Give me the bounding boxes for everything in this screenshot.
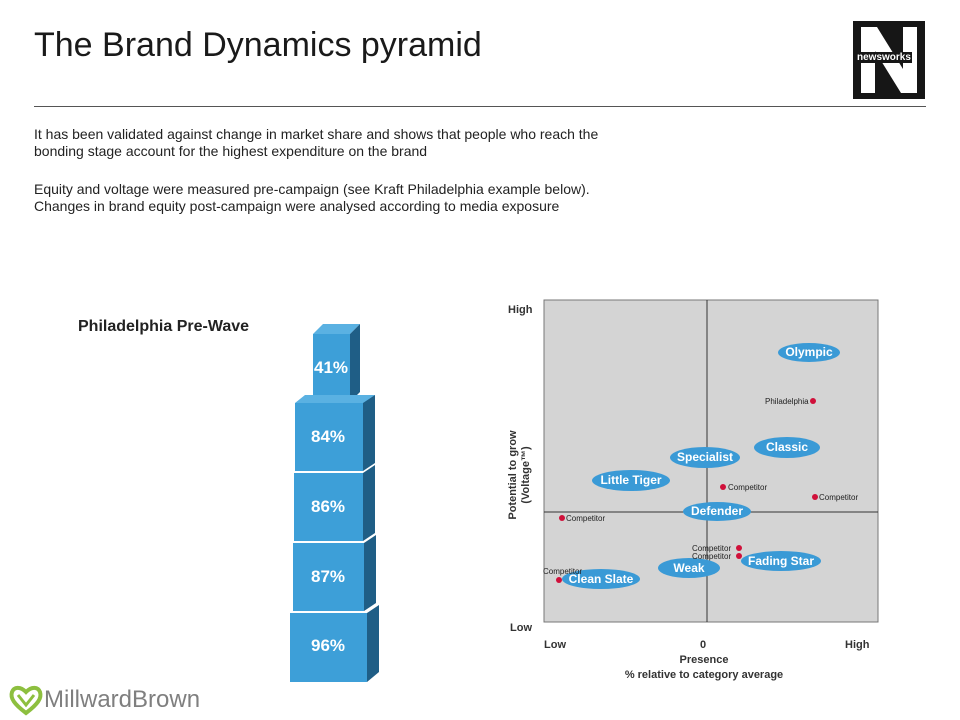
segment-classic: Classic bbox=[754, 437, 820, 458]
page-title: The Brand Dynamics pyramid bbox=[34, 26, 482, 64]
point-label-competitor-4: Competitor bbox=[692, 544, 732, 553]
pyramid-level-3-value: 86% bbox=[311, 497, 345, 516]
point-philadelphia bbox=[810, 398, 816, 404]
pyramid-title: Philadelphia Pre-Wave bbox=[78, 318, 250, 335]
x-axis-low-label: Low bbox=[544, 639, 566, 651]
pyramid-level-5: 96% bbox=[290, 605, 379, 682]
segment-clean-slate: Clean Slate bbox=[562, 569, 640, 589]
pyramid-level-4-value: 87% bbox=[311, 567, 345, 586]
point-label-competitor-2: Competitor bbox=[819, 493, 859, 502]
segment-fading-star: Fading Star bbox=[741, 551, 821, 571]
point-label-philadelphia: Philadelphia bbox=[765, 397, 809, 406]
point-label-competitor-5: Competitor bbox=[692, 552, 732, 561]
y-axis-title: Potential to grow (Voltage™) bbox=[507, 415, 537, 535]
segment-little-tiger: Little Tiger bbox=[592, 470, 670, 491]
y-axis-title-line-1: Potential to grow bbox=[507, 430, 519, 520]
point-competitor-5 bbox=[736, 553, 742, 559]
newsworks-logo: newsworks bbox=[853, 21, 925, 99]
point-competitor-2 bbox=[812, 494, 818, 500]
point-label-competitor-6: Competitor bbox=[543, 567, 583, 576]
segment-specialist: Specialist bbox=[670, 447, 740, 468]
point-competitor-1 bbox=[720, 484, 726, 490]
y-axis-title-line-2: (Voltage™) bbox=[520, 446, 532, 504]
point-competitor-4 bbox=[736, 545, 742, 551]
pyramid-level-1-value: 41% bbox=[314, 358, 348, 377]
x-axis-zero-label: 0 bbox=[700, 639, 707, 651]
method-paragraph: Equity and voltage were measured pre-cam… bbox=[34, 181, 590, 214]
point-competitor-6 bbox=[556, 577, 562, 583]
pyramid-level-2-value: 84% bbox=[311, 427, 345, 446]
point-competitor-3 bbox=[559, 515, 565, 521]
pyramid-level-5-value: 96% bbox=[311, 636, 345, 655]
header-divider bbox=[34, 106, 926, 107]
x-axis-title-line-1: Presence bbox=[679, 654, 729, 666]
x-axis-high-label: High bbox=[845, 639, 870, 651]
point-label-competitor-3: Competitor bbox=[566, 514, 606, 523]
x-axis-title-line-2: % relative to category average bbox=[624, 669, 784, 681]
pyramid-level-2: 84% bbox=[295, 395, 375, 471]
point-label-competitor-1: Competitor bbox=[728, 483, 768, 492]
pyramid-level-3: 86% bbox=[294, 465, 375, 541]
segment-olympic: Olympic bbox=[778, 343, 840, 362]
intro-paragraph: It has been validated against change in … bbox=[34, 126, 599, 159]
millwardbrown-heart-icon bbox=[9, 685, 43, 716]
segment-defender: Defender bbox=[683, 502, 751, 521]
millwardbrown-logo-text: MillwardBrown bbox=[44, 686, 201, 713]
y-axis-low-label: Low bbox=[510, 622, 532, 634]
y-axis-high-label: High bbox=[508, 304, 533, 316]
pyramid-level-4: 87% bbox=[293, 535, 376, 611]
segment-weak: Weak bbox=[658, 558, 720, 578]
pyramid-level-1: 41% bbox=[313, 324, 360, 402]
logo-text: newsworks bbox=[856, 52, 912, 63]
